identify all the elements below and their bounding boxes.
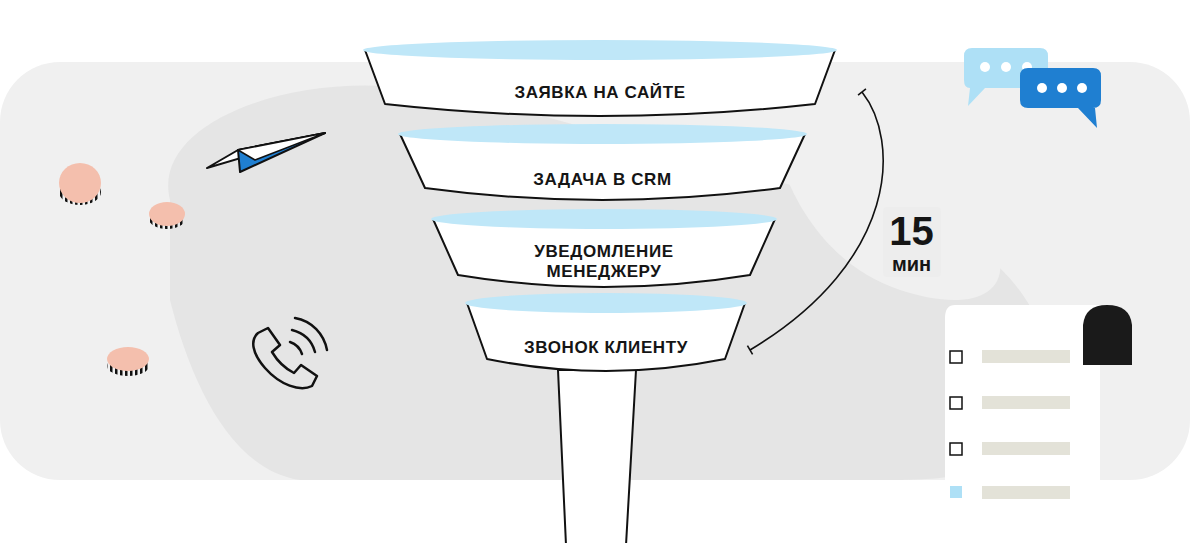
phone-icon	[253, 318, 327, 388]
checklist-document	[945, 305, 1132, 520]
coin	[149, 202, 185, 229]
funnel-spout	[558, 370, 636, 543]
band-body	[433, 219, 775, 287]
band-outline	[365, 40, 835, 116]
chat-bubbles	[964, 48, 1101, 128]
funnel-band: ЗАДАЧА В CRM	[400, 124, 805, 200]
funnel-band: ЗВОНОК КЛИЕНТУ	[467, 293, 745, 371]
ground-hole	[780, 155, 1000, 300]
band-body	[467, 303, 745, 371]
end-tick	[747, 346, 752, 355]
coin	[59, 163, 101, 205]
band-outline	[467, 293, 745, 371]
duration-label: 15 мин	[883, 207, 941, 277]
end-tick	[858, 89, 866, 95]
band-rim	[465, 293, 747, 313]
coin	[107, 347, 149, 376]
band-rim	[363, 40, 837, 60]
stage-label: ЗВОНОК КЛИЕНТУ	[491, 338, 721, 358]
band-rim	[398, 124, 807, 144]
funnel-band: УВЕДОМЛЕНИЕ МЕНЕДЖЕРУ	[433, 209, 775, 287]
stage-label: ЗАДАЧА В CRM	[453, 170, 753, 190]
funnel-band: ЗАЯВКА НА САЙТЕ	[365, 40, 835, 116]
band-rim	[431, 209, 777, 229]
stage-label: УВЕДОМЛЕНИЕ МЕНЕДЖЕРУ	[504, 242, 704, 283]
paper-plane	[207, 133, 325, 172]
stage-label: ЗАЯВКА НА САЙТЕ	[440, 83, 760, 103]
